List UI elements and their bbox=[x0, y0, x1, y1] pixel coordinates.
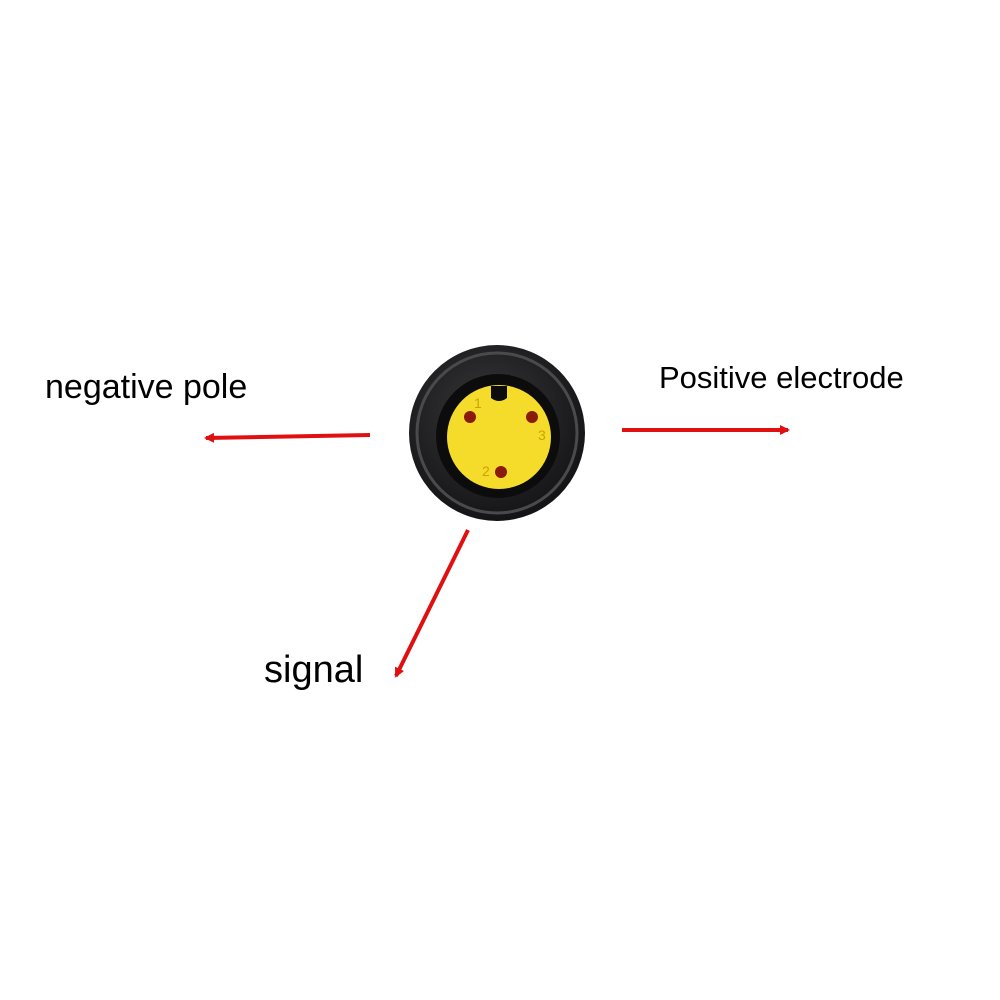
negative-pole-label: negative pole bbox=[45, 368, 248, 406]
pin-number: 1 bbox=[474, 395, 482, 411]
pin-number: 2 bbox=[482, 463, 490, 479]
positive-electrode-label: Positive electrode bbox=[659, 360, 904, 395]
signal-label: signal bbox=[264, 649, 364, 691]
pin-number: 3 bbox=[538, 427, 546, 443]
arrow-signal bbox=[394, 529, 470, 678]
connector-icon: 1 3 2 bbox=[409, 345, 585, 521]
arrow-negative bbox=[204, 432, 371, 443]
